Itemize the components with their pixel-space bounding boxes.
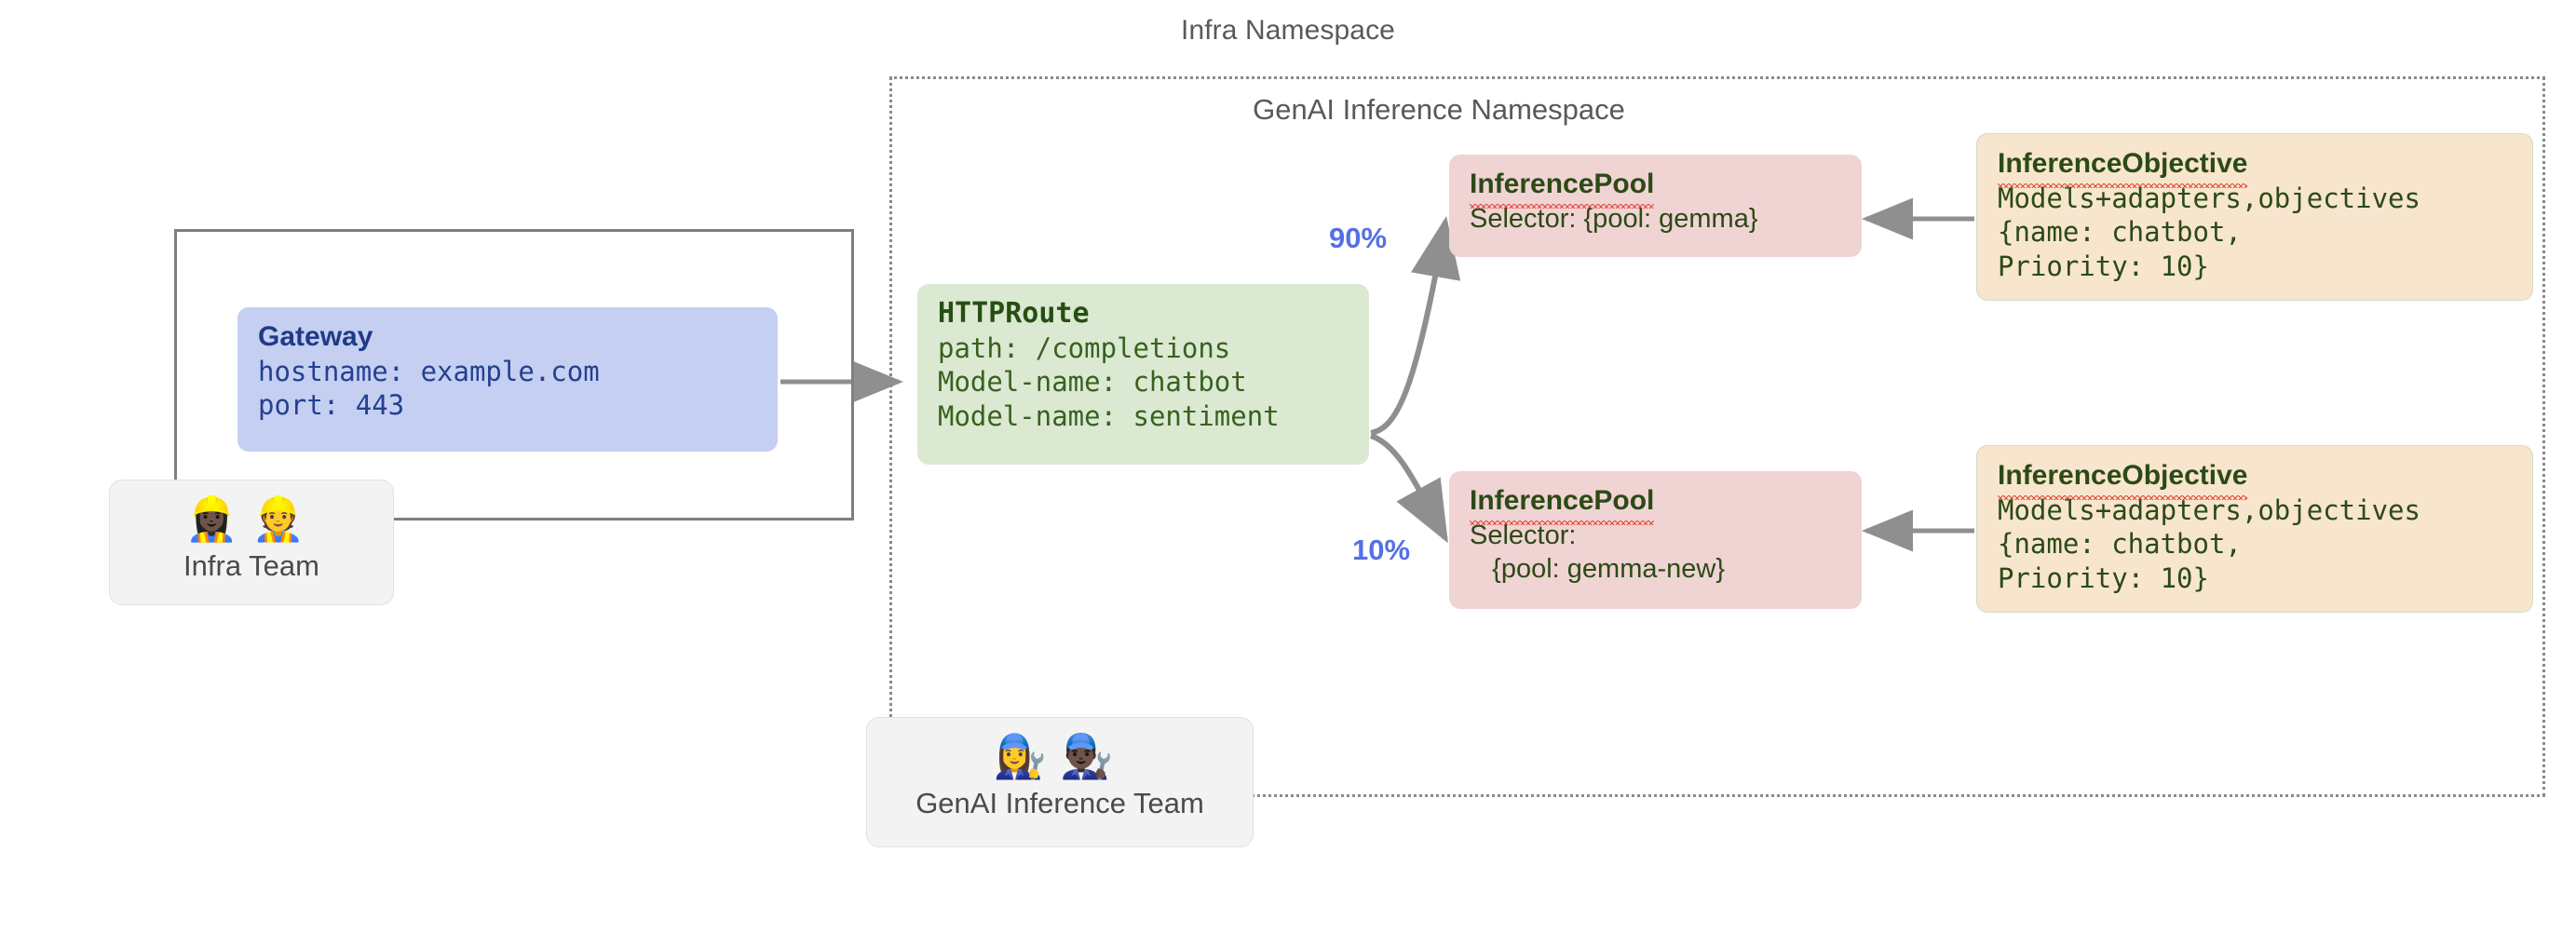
inferencepool-card-gemma-new[interactable]: InferencePool Selector: {pool: gemma-new… bbox=[1449, 471, 1862, 609]
httproute-model-name-sentiment: Model-name: sentiment bbox=[938, 399, 1280, 432]
inferenceobjective-models: Models+adapters,objectives bbox=[1998, 182, 2420, 214]
spellcheck-underline: InferencePool bbox=[1470, 168, 1655, 209]
genai-inference-team-chip[interactable]: 👩‍🔧👨🏿‍🔧 GenAI Inference Team bbox=[866, 717, 1254, 847]
infra-team-label: Infra Team bbox=[183, 549, 319, 582]
inferenceobjective-card-bottom[interactable]: InferenceObjective Models+adapters,objec… bbox=[1976, 445, 2533, 613]
inferenceobjective-models: Models+adapters,objectives bbox=[1998, 494, 2420, 526]
inferenceobjective-priority: Priority: 10} bbox=[1998, 561, 2209, 594]
inferenceobjective-name: {name: chatbot, bbox=[1998, 528, 2242, 561]
gateway-card[interactable]: Gateway hostname: example.com port: 443 bbox=[237, 307, 778, 452]
inferencepool-selector: Selector: {pool: gemma} bbox=[1470, 203, 1758, 234]
httproute-model-name-chatbot: Model-name: chatbot bbox=[938, 366, 1247, 399]
inferenceobjective-title: InferenceObjective bbox=[1998, 147, 2512, 188]
genai-namespace-container bbox=[889, 76, 2545, 797]
inferencepool-selector-value: {pool: gemma-new} bbox=[1470, 554, 1726, 585]
inferencepool-card-gemma[interactable]: InferencePool Selector: {pool: gemma} bbox=[1449, 155, 1862, 257]
inferenceobjective-card-top[interactable]: InferenceObjective Models+adapters,objec… bbox=[1976, 133, 2533, 301]
gateway-hostname: hostname: example.com bbox=[258, 355, 600, 387]
infra-namespace-container bbox=[174, 229, 854, 521]
genai-inference-team-label: GenAI Inference Team bbox=[915, 787, 1204, 819]
inferenceobjective-name: {name: chatbot, bbox=[1998, 216, 2242, 249]
construction-worker-icon: 👷🏿‍♀️👷 bbox=[184, 494, 319, 543]
spellcheck-underline: InferencePool bbox=[1470, 484, 1655, 525]
inferencepool-title: InferencePool bbox=[1470, 168, 1841, 209]
infra-team-chip[interactable]: 👷🏿‍♀️👷 Infra Team bbox=[109, 480, 394, 605]
mechanic-icon: 👩‍🔧👨🏿‍🔧 bbox=[993, 732, 1127, 780]
infra-namespace-title: Infra Namespace bbox=[1181, 15, 1395, 46]
httproute-path: path: /completions bbox=[938, 331, 1231, 364]
inferenceobjective-title: InferenceObjective bbox=[1998, 459, 2512, 500]
spellcheck-underline: InferenceObjective bbox=[1998, 147, 2248, 188]
traffic-weight-label-10: 10% bbox=[1352, 534, 1411, 566]
gateway-title: Gateway bbox=[258, 321, 373, 352]
inferencepool-selector: Selector: bbox=[1470, 520, 1577, 550]
traffic-weight-label-90: 90% bbox=[1329, 222, 1388, 254]
httproute-title: HTTPRoute bbox=[938, 297, 1090, 330]
inferencepool-title: InferencePool bbox=[1470, 484, 1841, 525]
genai-namespace-title: GenAI Inference Namespace bbox=[1253, 93, 1625, 126]
inferenceobjective-priority: Priority: 10} bbox=[1998, 250, 2209, 282]
gateway-port: port: 443 bbox=[258, 389, 405, 422]
httproute-card[interactable]: HTTPRoute path: /completions Model-name:… bbox=[917, 284, 1369, 465]
spellcheck-underline: InferenceObjective bbox=[1998, 459, 2248, 500]
